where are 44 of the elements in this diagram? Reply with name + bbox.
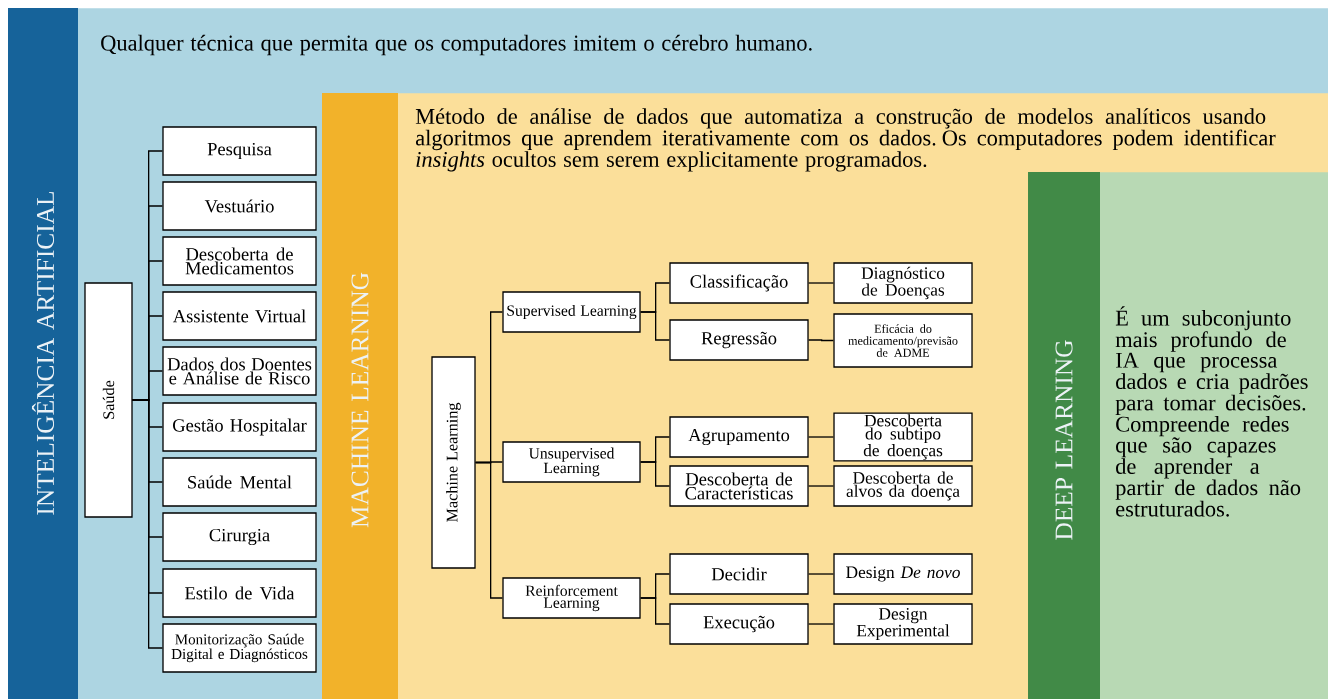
connector-line xyxy=(640,597,670,625)
connector-line xyxy=(640,461,670,487)
connector-line xyxy=(808,282,834,284)
description: Qualquer técnica que permita que os computadores imitem o cérebro humano. xyxy=(101,34,812,56)
category-box: Descoberta de Medicamentos xyxy=(162,236,317,286)
category-box: Dados dos Doentes e Análise de Risco xyxy=(162,346,317,396)
category-box: Classificação xyxy=(669,262,809,304)
category-box: Execução xyxy=(669,603,809,645)
side-band: DEEP LEARNING xyxy=(1028,172,1100,699)
connector-line xyxy=(808,436,834,438)
category-box: Design De novo xyxy=(833,553,973,595)
category-box: Decidir xyxy=(669,553,809,595)
connector-line xyxy=(808,485,834,487)
category-box: Reinforcement Learning xyxy=(502,577,641,619)
category-box: Vestuário xyxy=(162,181,317,231)
category-box: Assistente Virtual xyxy=(162,291,317,341)
connector-line xyxy=(132,399,163,649)
side-band: MACHINE LEARNING xyxy=(322,93,398,699)
category-box: Diagnóstico de Doenças xyxy=(833,262,973,304)
category-box: Gestão Hospitalar xyxy=(162,402,317,452)
category-box: Descoberta de Características xyxy=(669,465,809,507)
connector-line xyxy=(640,311,670,341)
description: Método de análise de dados que automatiza a construção de modelos analíticos usando algoritmos que aprendem iterativamente com os dados. Os computadores podem identificar insights ocultos sem serem explicitamente programados. xyxy=(415,108,1276,172)
category-box: Agrupamento xyxy=(669,416,809,458)
category-box: Saúde xyxy=(84,282,133,518)
category-box: Estilo de Vida xyxy=(162,568,317,618)
category-box: Machine Learning xyxy=(431,356,476,569)
description: É um subconjunto mais profundo de IA que processa dados e cria padrões para tomar decisões. Compreende redes que são capazes de aprender a partir de dados não estruturados. xyxy=(1115,306,1308,517)
connector-line xyxy=(808,623,834,625)
connector-line xyxy=(475,461,503,599)
connector-line xyxy=(808,573,834,575)
category-box: Regressão xyxy=(669,319,809,361)
category-box: Saúde Mental xyxy=(162,457,317,507)
category-box: Monitorização Saúde Digital e Diagnósticos xyxy=(162,623,317,673)
side-band: INTELIGÊNCIA ARTIFICIAL xyxy=(8,8,78,699)
category-box: Unsupervised Learning xyxy=(502,441,641,483)
category-box: Eficácia do medicamento/previsão de ADME xyxy=(833,313,973,368)
category-box: Cirurgia xyxy=(162,512,317,562)
category-box: Design Experimental xyxy=(833,603,973,645)
category-box: Descoberta de alvos da doença xyxy=(833,465,973,507)
category-box: Supervised Learning xyxy=(502,291,641,333)
connector-line xyxy=(808,339,834,342)
category-box: Descoberta do subtipo de doenças xyxy=(833,412,973,462)
category-box: Pesquisa xyxy=(162,126,317,176)
